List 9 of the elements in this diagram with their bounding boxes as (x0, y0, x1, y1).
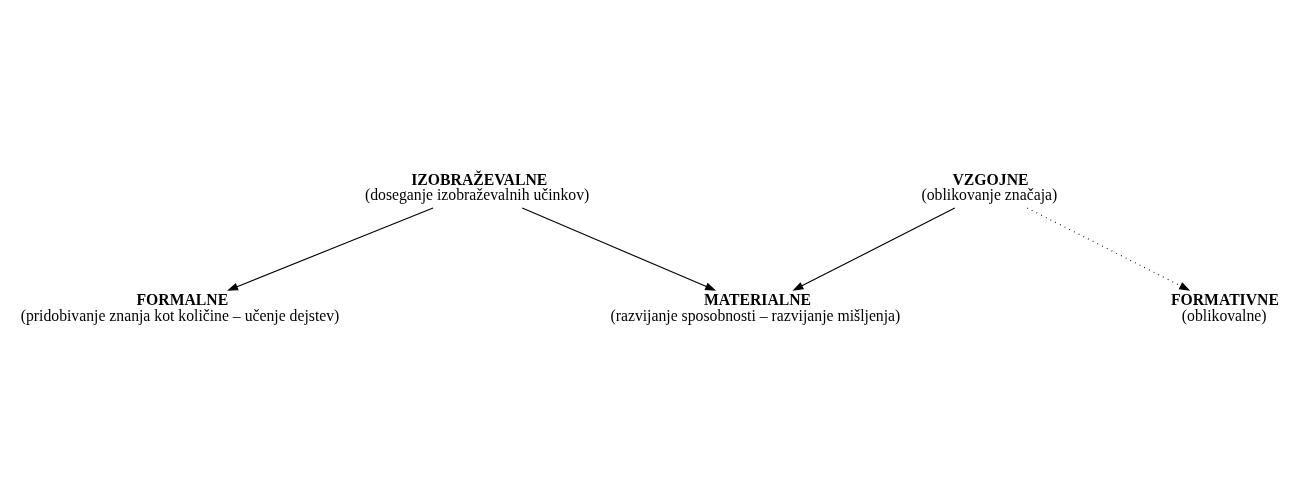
arrow (521, 207, 717, 291)
arrow (1026, 207, 1191, 291)
node-text: IZOBRAŽEVALNE (doseganje izobraževalnih učinkov) (364, 170, 590, 204)
arrow (227, 207, 434, 291)
arrow (792, 207, 956, 291)
node-text: FORMATIVNE (oblikovalne) (1170, 291, 1279, 324)
node-text: MATERIALNE (razvijanje sposobnosti – razvijanje mišljenja) (610, 291, 901, 324)
node-text: FORMALNE (pridobivanje znanja kot količine – učenje dejstev) (20, 291, 340, 324)
node-text: VZGOJNE (oblikovanje značaja) (921, 170, 1058, 204)
